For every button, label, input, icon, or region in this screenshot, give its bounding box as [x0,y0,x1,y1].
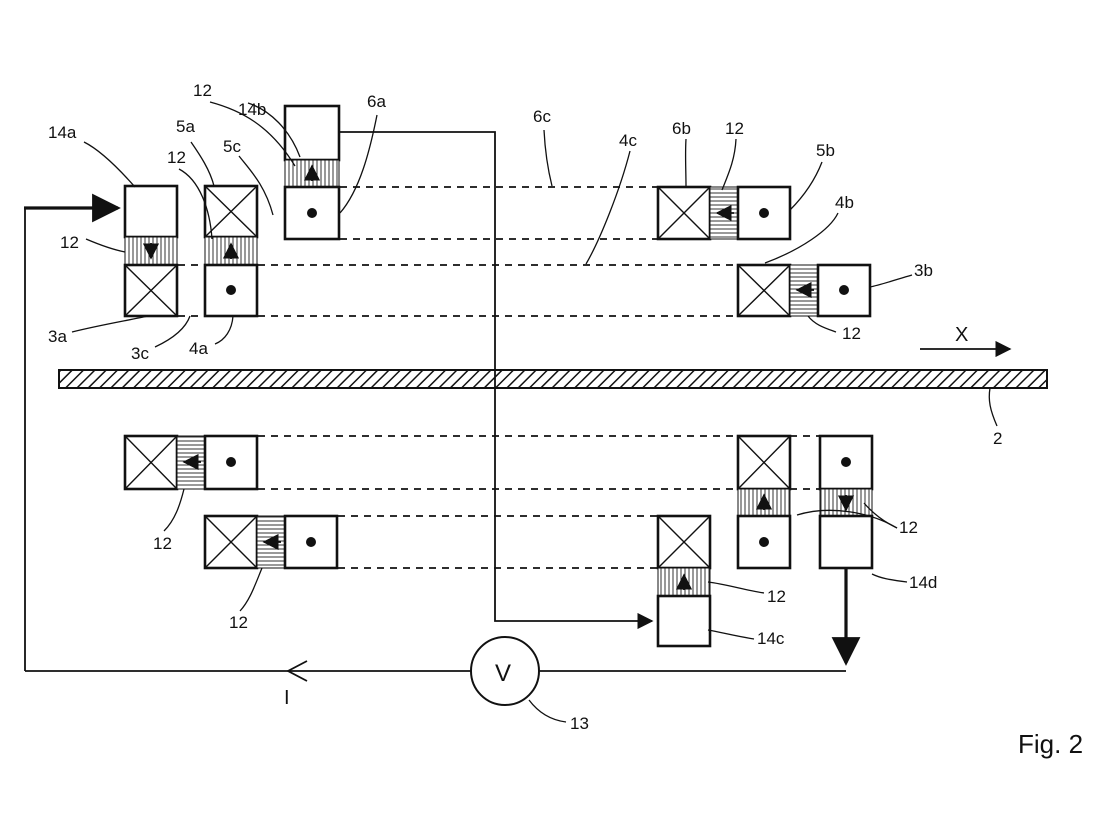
label-3b: 3b [914,261,933,280]
label-3c: 3c [131,344,149,363]
shaft-2 [58,369,1048,389]
label-14d: 14d [909,573,937,592]
label-6a: 6a [367,92,386,111]
cross-box-lower-right-3 [656,514,712,570]
cross-box-5a [203,184,259,239]
dot-box-4a [203,263,259,318]
label-13: 13 [570,714,589,733]
label-6b: 6b [672,119,691,138]
label-4c: 4c [619,131,637,150]
cross-box-6b [656,185,712,241]
label-3a: 3a [48,327,67,346]
cross-box-lower-left-2 [203,514,259,570]
label-4b: 4b [835,193,854,212]
label-12: 12 [193,81,212,100]
dot-box-5b [736,185,792,241]
label-12: 12 [899,518,918,537]
label-12: 12 [153,534,172,553]
label-12: 12 [229,613,248,632]
voltmeter-label: V [495,660,511,687]
label-5b: 5b [816,141,835,160]
voltmeter-13 [470,636,540,706]
cross-box-4b [736,263,792,318]
label-14b: 14b [238,100,266,119]
wire-14b-14c [339,131,654,630]
dot-box-lower-right-1 [736,514,792,570]
cross-box-3a [123,263,179,318]
label-14a: 14a [48,123,77,142]
label-2: 2 [993,429,1002,448]
dot-box-lower-right-2 [818,434,874,491]
leader-lines [71,101,998,723]
terminal-14d [818,514,874,570]
terminal-14a [123,184,179,239]
terminal-14c [656,594,712,648]
label-12: 12 [167,148,186,167]
labels: 14a 14b 12 6a 5a 5c 12 6c 4c 6b 12 5b 4b… [48,81,1083,759]
label-14c: 14c [757,629,785,648]
label-x-axis: X [955,324,968,346]
dot-box-6a [283,185,341,241]
label-4a: 4a [189,339,208,358]
label-current-i: I [284,687,290,709]
label-12: 12 [725,119,744,138]
figure-caption: Fig. 2 [1018,729,1083,759]
terminal-14b [283,104,341,162]
label-6c: 6c [533,107,551,126]
label-12: 12 [842,324,861,343]
current-arrow-icon [286,660,308,682]
cross-box-lower-left-1 [123,434,179,491]
cross-box-lower-right-1 [736,434,792,491]
dot-box-3b [816,263,872,318]
label-5c: 5c [223,137,241,156]
dot-box-lower-left-2 [283,514,339,570]
label-12: 12 [767,587,786,606]
label-5a: 5a [176,117,195,136]
dashed-lines [178,186,820,569]
dot-box-lower-left-1 [203,434,259,491]
label-12: 12 [60,233,79,252]
